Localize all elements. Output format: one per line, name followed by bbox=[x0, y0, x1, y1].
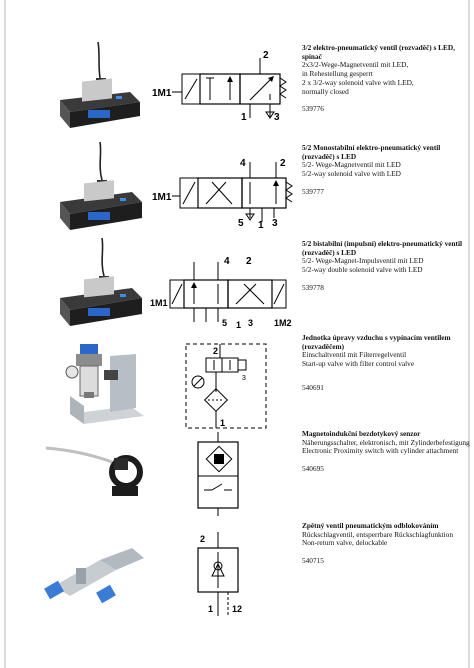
item-title: Jednotka úpravy vzduchu s vypínacím vent… bbox=[302, 333, 451, 351]
item-code: 539778 bbox=[302, 282, 324, 292]
symbol-label-solenoid: 1M1 bbox=[152, 88, 172, 99]
item-line: 5/2- Wege-Magnetventil mit LED bbox=[302, 160, 401, 170]
item-line: 2x3/2-Wege-Magnetventil mit LED, bbox=[302, 60, 409, 70]
item-line: Non-return valve, delockable bbox=[302, 538, 388, 548]
port-label-1: 1 bbox=[258, 220, 264, 228]
item-title: 5/2 bistabilní (impulsní) elektro-pneuma… bbox=[302, 239, 463, 257]
item-line: 2 x 3/2-way solenoid valve with LED, bbox=[302, 77, 414, 87]
port-label-2: 2 bbox=[280, 158, 286, 169]
catalog-row-6: 2 1 12 Zpětný ventil pneumatickým odblok… bbox=[0, 520, 474, 620]
item-line: Näherungsschalter, elektronisch, mit Zyl… bbox=[302, 437, 470, 447]
port-label-4: 4 bbox=[224, 256, 230, 267]
port-label-1: 1 bbox=[220, 418, 225, 428]
item-description-6: Zpětný ventil pneumatickým odblokováním … bbox=[302, 521, 470, 566]
port-label-3: 3 bbox=[242, 375, 246, 382]
page-edge-right bbox=[468, 0, 470, 668]
item-title: Zpětný ventil pneumatickým odblokováním bbox=[302, 521, 439, 530]
item-code: 539777 bbox=[302, 186, 324, 196]
proximity-sensor-photo bbox=[45, 446, 143, 496]
port-label-12: 12 bbox=[232, 604, 242, 614]
solenoid-valve-photo bbox=[60, 237, 142, 326]
solenoid-valve-photo bbox=[60, 141, 142, 230]
port-label-1: 1 bbox=[241, 112, 247, 123]
air-service-unit-photo bbox=[65, 344, 144, 424]
item-code: 539776 bbox=[302, 104, 324, 114]
valve-3-2-symbol: 1M1 2 1 3 bbox=[152, 50, 287, 123]
item-description-3: 5/2 bistabilní (impulsní) elektro-pneuma… bbox=[302, 239, 470, 293]
port-label-3: 3 bbox=[274, 112, 280, 123]
item-line: normally closed bbox=[302, 86, 349, 96]
page-edge-left bbox=[4, 0, 6, 668]
item-line: Start-up valve with filter control valve bbox=[302, 359, 415, 369]
service-unit-symbol: 2 3 1 bbox=[185, 343, 267, 429]
item-description-1: 3/2 elektro-pneumatický ventil (rozvaděč… bbox=[302, 43, 470, 114]
check-valve-symbol: 2 1 12 bbox=[197, 532, 242, 616]
item-line: 5/2-way double solenoid valve with LED bbox=[302, 265, 423, 275]
item-description-2: 5/2 Monostabilní elektro-pneumatický ven… bbox=[302, 143, 470, 197]
catalog-row-4: 2 3 1 Jednotka úpravy vzduchu s vypínací… bbox=[0, 333, 474, 429]
item-code: 540715 bbox=[302, 556, 324, 566]
item-line: 5/2- Wege-Magnet-Impulsventil mit LED bbox=[302, 256, 424, 266]
valve-5-2-bistable-symbol: 1M1 4 2 5 1 3 1M2 bbox=[150, 256, 292, 330]
port-label-1: 1 bbox=[236, 320, 241, 330]
item-code: 540695 bbox=[302, 464, 324, 474]
item-description-5: Magnetoindukční bezdotykový senzor Näher… bbox=[302, 429, 470, 474]
port-label-2: 2 bbox=[213, 346, 218, 356]
catalog-row-2: 1M1 4 2 5 1 3 5/2 Monostabilní elektro-p… bbox=[0, 140, 474, 235]
solenoid-valve-photo bbox=[60, 41, 140, 128]
item-title: Magnetoindukční bezdotykový senzor bbox=[302, 429, 421, 438]
item-title: 5/2 Monostabilní elektro-pneumatický ven… bbox=[302, 143, 441, 161]
item-title: 3/2 elektro-pneumatický ventil (rozvaděč… bbox=[302, 43, 455, 61]
port-label-1: 1 bbox=[208, 604, 213, 614]
port-label-2: 2 bbox=[200, 534, 205, 544]
check-valve-photo bbox=[44, 548, 144, 604]
catalog-row-1: 1M1 2 1 3 3/2 elektro-pneumatický ventil… bbox=[0, 40, 474, 135]
proximity-switch-symbol bbox=[197, 432, 239, 516]
symbol-label-solenoid: 1M1 bbox=[152, 192, 172, 203]
item-description-4: Jednotka úpravy vzduchu s vypínacím vent… bbox=[302, 333, 470, 393]
catalog-row-5: Magnetoindukční bezdotykový senzor Näher… bbox=[0, 420, 474, 520]
item-line: Einschaltventil mit Filterregelventil bbox=[302, 350, 407, 360]
port-label-5: 5 bbox=[222, 318, 227, 328]
symbol-label-solenoid-2: 1M2 bbox=[274, 318, 292, 328]
port-label-3: 3 bbox=[248, 318, 253, 328]
port-label-2: 2 bbox=[263, 50, 269, 61]
item-line: in Rehestellung gesperrt bbox=[302, 69, 373, 79]
port-label-3: 3 bbox=[272, 218, 278, 228]
item-line: Electronic Proximity switch with cylinde… bbox=[302, 446, 459, 456]
item-code: 540691 bbox=[302, 382, 324, 392]
item-line: 5/2-way solenoid valve with LED bbox=[302, 169, 401, 179]
item-line: Rückschlagventil, entsperrbare Rückschla… bbox=[302, 529, 453, 539]
port-label-5: 5 bbox=[238, 218, 244, 228]
port-label-4: 4 bbox=[240, 158, 246, 169]
port-label-2: 2 bbox=[246, 256, 252, 267]
valve-5-2-mono-symbol: 1M1 4 2 5 1 3 bbox=[152, 158, 293, 228]
catalog-row-3: 1M1 4 2 5 1 3 1M2 5/2 bistabilní (impuls… bbox=[0, 236, 474, 331]
symbol-label-solenoid-1: 1M1 bbox=[150, 298, 168, 308]
